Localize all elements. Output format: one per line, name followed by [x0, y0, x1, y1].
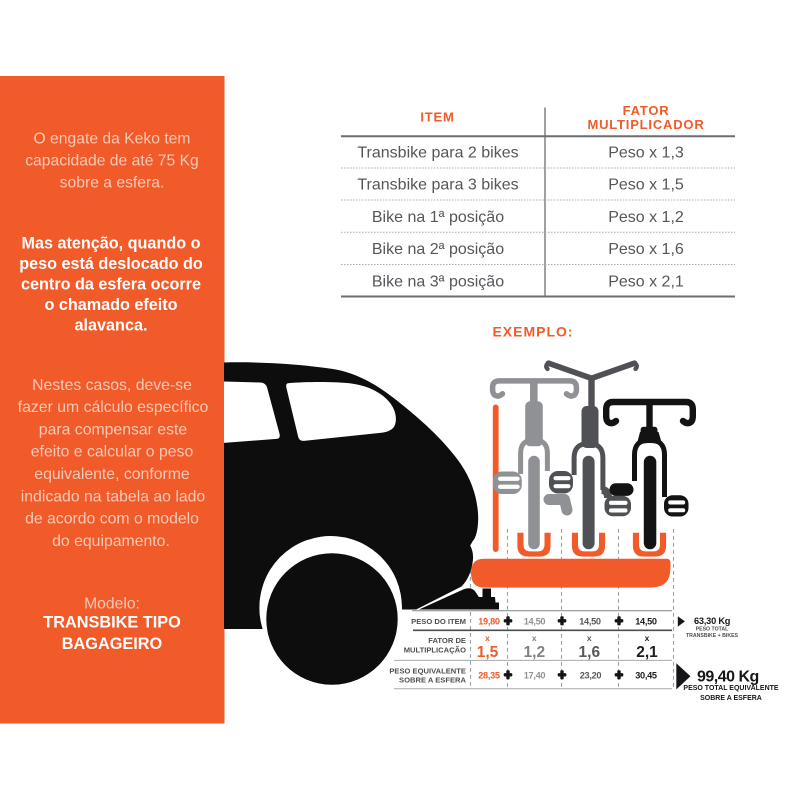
svg-text:peso está deslocado do: peso está deslocado do	[19, 255, 203, 273]
svg-text:Bike na 2ª posição: Bike na 2ª posição	[372, 241, 504, 258]
svg-text:Peso x 2,1: Peso x 2,1	[608, 274, 684, 291]
svg-text:Peso x 1,3: Peso x 1,3	[608, 145, 684, 162]
svg-text:Mas atenção, quando o: Mas atenção, quando o	[22, 235, 201, 253]
svg-text:efeito e calcular o peso: efeito e calcular o peso	[31, 444, 194, 461]
svg-text:TRANSBIKE TIPO: TRANSBIKE TIPO	[43, 614, 181, 632]
svg-text:28,35: 28,35	[478, 671, 500, 681]
svg-text:2,1: 2,1	[636, 644, 658, 661]
svg-text:1,6: 1,6	[579, 644, 601, 661]
svg-text:TRANSBIKE + BIKES: TRANSBIKE + BIKES	[686, 633, 739, 639]
svg-text:Bike na 3ª posição: Bike na 3ª posição	[372, 274, 504, 291]
svg-text:Peso x 1,2: Peso x 1,2	[608, 209, 684, 226]
svg-text:63,30 Kg: 63,30 Kg	[694, 616, 730, 626]
svg-text:indicado na tabela ao lado: indicado na tabela ao lado	[21, 488, 206, 505]
svg-text:MULTIPLICADOR: MULTIPLICADOR	[587, 117, 704, 132]
svg-text:FATOR: FATOR	[623, 103, 670, 118]
svg-text:99,40 Kg: 99,40 Kg	[697, 669, 759, 686]
svg-text:FATOR DE: FATOR DE	[428, 636, 466, 645]
svg-text:SOBRE A ESFERA: SOBRE A ESFERA	[700, 695, 762, 702]
svg-text:Modelo:: Modelo:	[84, 595, 140, 612]
svg-text:14,50: 14,50	[635, 617, 657, 627]
svg-text:SOBRE A ESFERA: SOBRE A ESFERA	[399, 675, 466, 684]
svg-text:PESO DO ITEM: PESO DO ITEM	[411, 617, 466, 626]
svg-text:o chamado efeito: o chamado efeito	[44, 296, 177, 314]
svg-text:17,40: 17,40	[524, 671, 546, 681]
svg-text:23,20: 23,20	[580, 671, 602, 681]
svg-text:centro da esfera ocorre: centro da esfera ocorre	[21, 275, 201, 293]
svg-text:para compensar este: para compensar este	[39, 421, 188, 438]
svg-text:19,80: 19,80	[478, 617, 500, 627]
svg-text:14,50: 14,50	[524, 617, 546, 627]
svg-text:30,45: 30,45	[635, 671, 657, 681]
svg-text:14,50: 14,50	[579, 617, 601, 627]
svg-text:ITEM: ITEM	[420, 110, 454, 125]
svg-text:O engate da Keko tem: O engate da Keko tem	[34, 131, 191, 148]
svg-text:alavanca.: alavanca.	[75, 317, 148, 335]
svg-text:sobre a esfera.: sobre a esfera.	[60, 174, 165, 191]
svg-text:Transbike para 3 bikes: Transbike para 3 bikes	[357, 177, 518, 194]
svg-text:Peso x 1,5: Peso x 1,5	[608, 177, 684, 194]
svg-text:Peso x 1,6: Peso x 1,6	[608, 241, 684, 258]
svg-text:Nestes casos, deve-se: Nestes casos, deve-se	[32, 377, 192, 394]
svg-text:de acordo com o modelo: de acordo com o modelo	[25, 511, 199, 528]
svg-text:x: x	[587, 633, 592, 643]
svg-text:EXEMPLO:: EXEMPLO:	[492, 324, 573, 340]
svg-text:MULTIPLICAÇÃO: MULTIPLICAÇÃO	[404, 645, 466, 654]
svg-text:equivalente, conforme: equivalente, conforme	[34, 466, 190, 483]
svg-text:BAGAGEIRO: BAGAGEIRO	[62, 635, 162, 653]
svg-text:1,2: 1,2	[524, 644, 546, 661]
svg-text:PESO TOTAL EQUIVALENTE: PESO TOTAL EQUIVALENTE	[683, 685, 778, 692]
svg-text:PESO EQUIVALENTE: PESO EQUIVALENTE	[389, 666, 466, 675]
svg-text:fazer um cálculo específico: fazer um cálculo específico	[18, 399, 209, 416]
svg-text:PESO TOTAL: PESO TOTAL	[696, 627, 729, 633]
svg-text:capacidade de até 75 Kg: capacidade de até 75 Kg	[25, 153, 199, 170]
svg-text:x: x	[645, 633, 650, 643]
svg-text:Transbike para 2 bikes: Transbike para 2 bikes	[357, 145, 518, 162]
svg-text:x: x	[532, 633, 537, 643]
svg-text:Bike na 1ª posição: Bike na 1ª posição	[372, 209, 504, 226]
svg-text:x: x	[485, 633, 490, 643]
svg-text:do equipamento.: do equipamento.	[52, 533, 170, 550]
svg-text:1,5: 1,5	[477, 644, 499, 661]
